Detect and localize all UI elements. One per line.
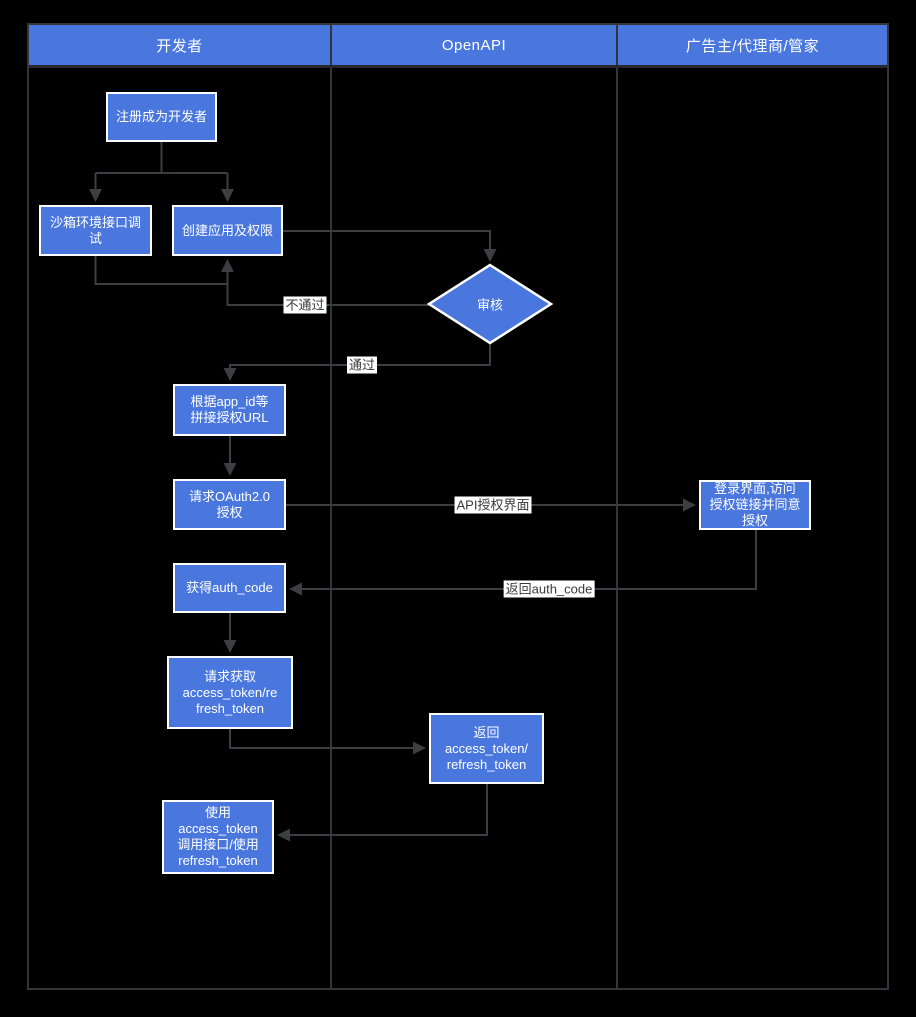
node-review-label: 审核 — [476, 297, 504, 313]
lane-header-row: 开发者 OpenAPI 广告主/代理商/管家 — [29, 25, 887, 68]
node-request-token: 请求获取 access_token/re fresh_token — [167, 656, 293, 729]
lane-header-openapi: OpenAPI — [332, 25, 618, 65]
edge-return-token-to-use-token — [277, 784, 488, 842]
edge-label-return-auth-code: 返回auth_code — [503, 580, 595, 598]
node-use-token: 使用 access_token 调用接口/使用 refresh_token — [162, 800, 274, 874]
lane-openapi-column — [332, 68, 618, 988]
edge-login-to-auth-code — [289, 530, 757, 596]
swimlane-table: 开发者 OpenAPI 广告主/代理商/管家 — [27, 23, 889, 990]
node-review-diamond — [426, 263, 554, 345]
node-register-developer: 注册成为开发者 — [106, 92, 217, 142]
node-build-auth-url: 根据app_id等 拼接授权URL — [173, 384, 286, 436]
node-login-authorize: 登录界面,访问 授权链接并同意 授权 — [699, 480, 811, 530]
node-return-token: 返回 access_token/ refresh_token — [429, 713, 544, 784]
lane-header-developer: 开发者 — [29, 25, 332, 65]
edge-sandbox-to-create-app — [94, 256, 227, 285]
node-sandbox-debug: 沙箱环境接口调 试 — [39, 205, 152, 256]
edge-label-fail: 不通过 — [283, 296, 327, 314]
edge-request-token-to-return-token — [229, 729, 426, 755]
node-create-app: 创建应用及权限 — [172, 205, 283, 256]
edge-label-pass: 通过 — [346, 356, 378, 374]
lane-developer-column — [29, 68, 332, 988]
edge-review-fail-to-create-app — [221, 259, 429, 306]
lane-body-row — [29, 68, 887, 988]
lane-header-advertiser: 广告主/代理商/管家 — [618, 25, 887, 65]
node-request-oauth: 请求OAuth2.0 授权 — [173, 479, 286, 530]
node-get-auth-code: 获得auth_code — [173, 563, 286, 613]
edge-label-api-auth-page: API授权界面 — [454, 496, 532, 514]
edge-create-app-to-review — [283, 230, 497, 262]
